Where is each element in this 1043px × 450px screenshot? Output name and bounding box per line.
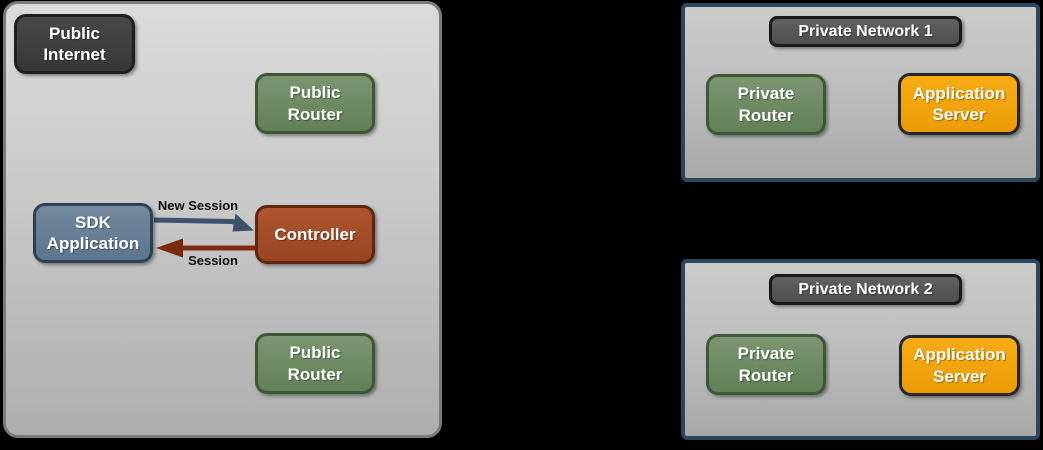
private-network-2-panel: Private Network 2 Private Router Applica… [681,259,1040,440]
sdk-application-node: SDK Application [33,203,153,263]
public-internet-node: Public Internet [14,14,135,74]
application-server-1-node: Application Server [898,73,1020,135]
new-session-arrow-label: New Session [157,198,239,213]
application-server-2-node: Application Server [899,335,1020,396]
session-arrow-label: Session [188,253,238,268]
private-router-1-node: Private Router [706,74,826,135]
private-network-1-panel: Private Network 1 Private Router Applica… [681,3,1040,182]
private-router-2-node: Private Router [706,334,826,395]
public-router-bottom-node: Public Router [255,333,375,394]
controller-node: Controller [255,205,375,264]
public-internet-zone: Public Internet Public Router SDK Applic… [3,1,442,438]
new-session-arrow [153,213,254,232]
private-network-2-title: Private Network 2 [769,274,962,305]
public-router-top-node: Public Router [255,73,375,134]
private-network-1-title: Private Network 1 [769,16,962,47]
